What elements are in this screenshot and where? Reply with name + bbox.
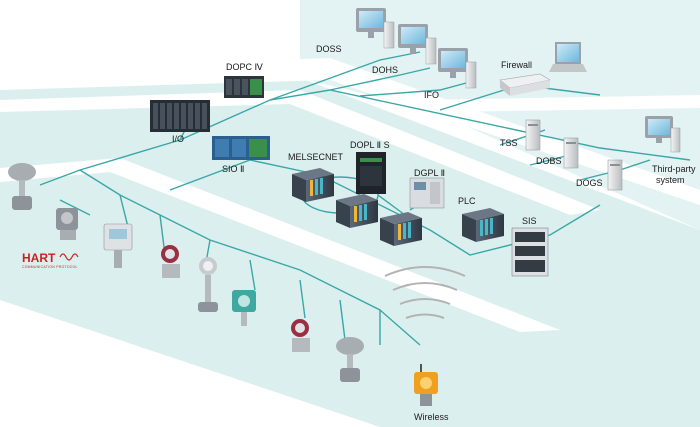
stripe [0,58,700,205]
pressure-transmitter-icon [56,208,78,240]
tss-label: TSS [500,138,518,148]
tss-server-icon [525,119,541,151]
hart-logo: HART COMMUNICATION PROTOCOL [22,251,79,269]
background-band-upper [300,0,700,230]
third-party-label-line2: system [656,175,685,185]
stripe [0,158,560,332]
flow-transmitter-icon [232,290,256,326]
doss-workstation-icon [356,8,395,49]
hart-logo-word: HART [22,251,56,265]
melsecnet-label: MELSECNET [288,152,344,162]
firewall-laptop-icon [549,42,587,72]
dobs-server-icon [563,137,579,169]
ifo-label: IFO [424,90,439,100]
melsecnet-cabinet-icon [380,212,422,246]
control-valve-icon [336,337,364,382]
flow-meter-icon [198,257,218,312]
dohs-workstation-icon [398,24,437,65]
wireless-waves [384,266,466,319]
melsecnet-cabinet-icon [336,194,378,228]
firewall-label: Firewall [501,60,532,70]
hart-logo-sub: COMMUNICATION PROTOCOL [22,265,78,269]
third-party-workstation-icon [645,116,681,153]
transmitter-display-icon [103,223,133,268]
sis-label: SIS [522,216,537,226]
io-rack-icon [150,100,210,132]
dopc-label: DOPC Ⅳ [226,62,264,72]
plc-cabinet-icon [462,208,504,242]
dgpl-label: DGPL Ⅱ [414,168,445,178]
io-label: I/O [172,134,184,144]
dgpl-device-icon [409,177,445,209]
sio-module-icon [212,136,270,160]
dogs-server-icon [607,159,623,191]
dobs-label: DOBS [536,156,562,166]
third-party-label: Third-party [652,164,696,174]
wireless-label: Wireless [414,412,449,422]
stripe [0,90,600,215]
pressure-transmitter-icon [161,245,180,278]
dopl-label: DOPL Ⅱ S [350,140,390,150]
ifo-workstation-icon [438,48,477,89]
melsecnet-cabinet-icon [292,168,334,202]
sis-rack-icon [511,227,549,277]
doss-label: DOSS [316,44,342,54]
pressure-transmitter-icon [291,319,310,352]
wireless-transmitter-icon [414,364,438,406]
control-valve-icon [8,163,36,210]
plc-label: PLC [458,196,476,206]
dohs-label: DOHS [372,65,398,75]
sio-label: SIO Ⅱ [222,164,244,174]
dogs-label: DOGS [576,178,603,188]
dopl-cabinet-icon [356,152,386,194]
stripe [420,95,700,112]
firewall-device-icon [499,73,551,96]
dopc-controller-icon [224,76,264,98]
